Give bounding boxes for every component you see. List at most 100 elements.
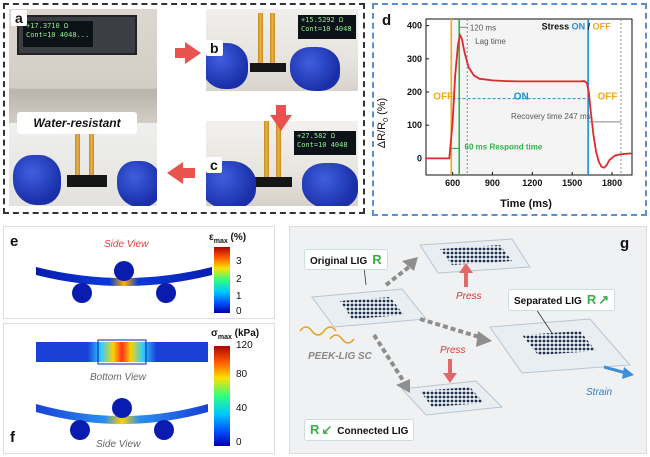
x-tick-label: 600 — [445, 178, 460, 188]
lag-label: Lag time — [475, 37, 506, 46]
glove-right — [117, 161, 157, 206]
y-tick-label: 300 — [407, 54, 422, 64]
panel-label-f: f — [10, 429, 15, 446]
photo-panel: +17.3710 Ω Cont=10 4048... +15.5292 Ω Co… — [3, 3, 365, 214]
bent-beam — [36, 404, 208, 424]
sim-panel-f: f Bottom View Side View σmax (kPa) 120 8… — [3, 323, 275, 454]
x-tick-label: 1800 — [602, 178, 622, 188]
connected-lig-label: Connected LIG — [337, 426, 409, 437]
bend-strain-sim — [36, 261, 212, 303]
press-arrow-top — [459, 263, 473, 287]
bottom-view-label: Bottom View — [90, 372, 146, 383]
lig-film — [276, 121, 281, 179]
leader-line — [363, 266, 367, 286]
strain-colorbar-subscript: max — [213, 238, 228, 245]
y-tick-label: 200 — [407, 87, 422, 97]
press-label-bottom: Press — [440, 345, 466, 356]
resistance-symbol: R — [586, 292, 597, 307]
meter-reading: +17.3710 Ω — [26, 22, 69, 30]
x-axis-title: Time (ms) — [500, 198, 552, 210]
peek-lig-sc-label: PEEK-LIG SC — [308, 351, 372, 362]
separated-lig-label: Separated LIG — [514, 296, 582, 307]
y-axis-title-sub: 0 — [383, 118, 390, 122]
lig-film — [75, 123, 80, 183]
lig-film — [270, 13, 275, 63]
glove-right — [302, 163, 358, 206]
strain-arrow — [603, 365, 634, 379]
photo-b: +15.5292 Ω Cont=10 4048 — [206, 9, 358, 91]
lig-sensor — [250, 63, 286, 72]
stress-colorbar-subscript: max — [217, 334, 232, 341]
resistance-symbol: R — [372, 252, 382, 267]
resistance-symbol: R — [310, 422, 320, 437]
arrow-head-icon — [476, 331, 492, 347]
substrate-top — [419, 238, 531, 274]
svg-text:ΔR/R0 (%): ΔR/R0 (%) — [376, 98, 390, 148]
meter-display: +15.5292 Ω Cont=10 4048 — [298, 15, 356, 39]
panel-label-d: d — [382, 12, 391, 29]
meter-display: +27.582 Ω Cont=10 4048 — [294, 131, 356, 155]
roller-right — [154, 420, 174, 440]
arrow-down-icon — [270, 105, 292, 131]
colorbar-tick: 1 — [236, 291, 242, 302]
bottom-view-beam — [36, 342, 208, 362]
off-label-left: OFF — [433, 91, 453, 102]
y-axis-title-main: ΔR/R — [376, 122, 388, 148]
y-axis-title-unit: (%) — [376, 98, 388, 118]
meter-reading: +15.5292 Ω — [301, 16, 344, 24]
panel-label-a: a — [11, 10, 27, 26]
colorbar-tick: 40 — [236, 403, 248, 414]
roller-left — [72, 283, 92, 303]
water-resistant-label: Water-resistant — [17, 112, 137, 134]
sensor-region — [97, 339, 147, 365]
substrate-right — [489, 318, 632, 374]
strain-label: Strain — [586, 387, 613, 398]
arrow-head-icon — [402, 257, 418, 271]
lig-sensor — [67, 175, 107, 187]
colorbar-tick: 0 — [236, 437, 242, 448]
meter-reading: +27.582 Ω — [297, 132, 335, 140]
roller-top — [112, 398, 132, 418]
y-tick-label: 400 — [407, 21, 422, 31]
photo-d — [9, 123, 157, 206]
colorbar-tick: 120 — [236, 340, 253, 351]
recovery-label: Recovery time 247 ms — [511, 112, 591, 121]
stress-colorbar — [214, 346, 230, 446]
substrate-left — [299, 288, 427, 344]
multimeter: +17.3710 Ω Cont=10 4048... — [17, 15, 137, 55]
roller-left — [70, 420, 90, 440]
sim-panel-e: e Side View εmax (%) 3 2 1 0 — [3, 226, 275, 319]
respond-label: 60 ms Respond time — [465, 142, 543, 151]
glove-left — [13, 155, 61, 205]
strain-colorbar-symbol: ε — [209, 232, 214, 243]
panel-label-g: g — [620, 235, 630, 252]
side-view-label: Side View — [104, 239, 149, 250]
y-tick-label: 100 — [407, 120, 422, 130]
strain-colorbar — [214, 247, 230, 313]
meter-subline: Cont=10 4048... — [26, 31, 90, 39]
x-tick-label: 900 — [485, 178, 500, 188]
arrow-head-icon — [396, 379, 410, 393]
substrate-bottom — [400, 380, 504, 416]
meter-subline: Cont=10 4048 — [301, 25, 352, 33]
roller-right — [156, 283, 176, 303]
leader-line — [535, 308, 553, 334]
stress-colorbar-unit: (kPa) — [234, 328, 260, 339]
panel-label-c: c — [206, 157, 222, 173]
press-arrow-bottom — [443, 359, 457, 383]
colorbar-tick: 2 — [236, 274, 242, 285]
y-tick-label: 0 — [417, 153, 422, 163]
x-tick-label: 1200 — [522, 178, 542, 188]
bend-stress-sim — [36, 339, 208, 440]
press-label-top: Press — [456, 291, 482, 302]
lag-value: 120 ms — [470, 24, 496, 33]
meter-subline: Cont=10 4048 — [297, 141, 348, 149]
schematic-drawing — [299, 238, 634, 416]
stress-region — [451, 19, 589, 175]
off-label-right: OFF — [597, 91, 617, 102]
arrow-down-left-icon: ↙ — [321, 422, 333, 437]
stress-colorbar-symbol: σ — [211, 328, 218, 339]
